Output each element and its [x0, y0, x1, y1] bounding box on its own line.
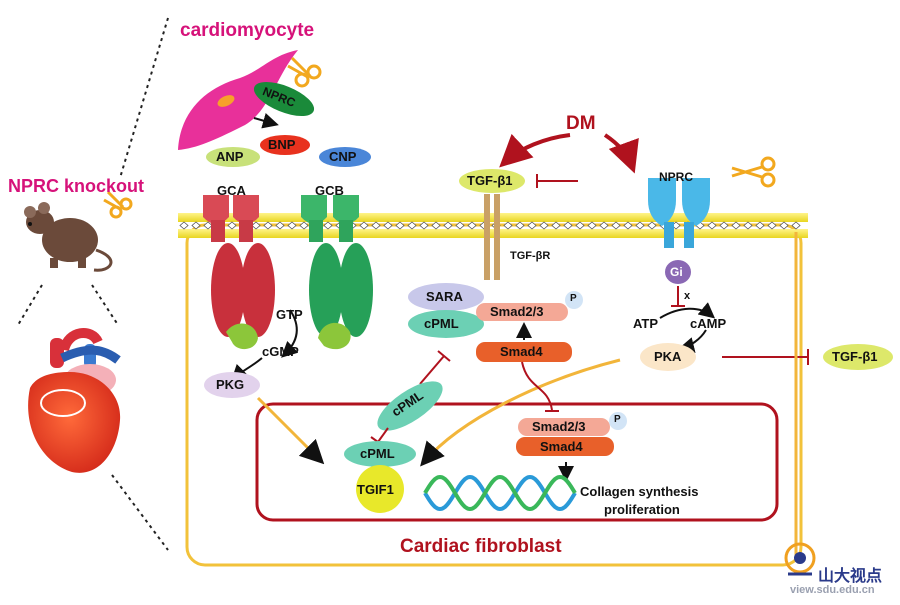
- pkg-label: PKG: [216, 377, 245, 392]
- arrow: [253, 113, 279, 129]
- cpml-diag-ellipse: [377, 381, 443, 431]
- smad4-box: [476, 342, 572, 362]
- cpml-nuc-ellipse: [344, 441, 416, 467]
- smad23-box: [476, 303, 568, 321]
- collagen-synthesis-label: Collagen synthesis: [580, 484, 699, 499]
- gca-label: GCA: [217, 183, 246, 198]
- arrow: [603, 133, 639, 174]
- zoom-line: [17, 284, 43, 326]
- tgfb1-top-label: TGF-β1: [467, 173, 513, 188]
- cell-membrane: [178, 213, 808, 238]
- watermark-logo-icon: [784, 542, 816, 576]
- smad4-label: Smad4: [500, 344, 543, 359]
- camp-label: cAMP: [690, 316, 727, 331]
- cardiac-fibroblast-title: Cardiac fibroblast: [400, 536, 562, 557]
- gcb-receptor: [301, 195, 373, 350]
- p-label: P: [570, 293, 577, 304]
- tgif1-label: TGIF1: [357, 482, 394, 497]
- cardiomyocyte-title: cardiomyocyte: [180, 20, 315, 41]
- nprc-receptor-label: NPRC: [659, 170, 694, 184]
- p-nuc-label: P: [614, 414, 621, 425]
- gcb-label: GCB: [315, 183, 344, 198]
- nucleus-outline: [255, 402, 779, 522]
- smad4-nuc-label: Smad4: [540, 439, 583, 454]
- nprc-receptor: [648, 178, 710, 248]
- smad23-nuc-box: [518, 418, 610, 436]
- anp-ellipse: [206, 147, 260, 167]
- cpml-ellipse: [408, 310, 484, 338]
- arrow: [499, 133, 571, 168]
- bnp-ellipse: [260, 135, 310, 155]
- dna-helix-icon: [423, 474, 577, 512]
- gi-label: Gi: [670, 265, 683, 279]
- scissors-icon: [103, 190, 133, 219]
- mouse-icon: [24, 202, 113, 272]
- x-mark: x: [684, 290, 691, 302]
- nprc-cell-ellipse: [253, 82, 315, 116]
- zoom-line: [111, 474, 169, 551]
- cpml-nuc-label: cPML: [360, 446, 395, 461]
- arrow: [256, 396, 325, 465]
- arrow: [281, 309, 299, 358]
- inhibit-line: [419, 355, 445, 385]
- heart-icon: [28, 328, 121, 473]
- pkg-ellipse: [204, 372, 260, 398]
- tgfb1-right-ellipse: [823, 344, 893, 370]
- cpml-label: cPML: [424, 316, 459, 331]
- pka-ellipse: [640, 343, 696, 371]
- p-badge: [565, 291, 583, 309]
- arrow: [678, 329, 707, 353]
- scissors-icon: [731, 156, 776, 188]
- tgfb1-right-label: TGF-β1: [832, 349, 878, 364]
- zoom-line: [119, 17, 169, 179]
- bnp-label: BNP: [268, 137, 296, 152]
- scissors-icon: [287, 56, 322, 88]
- zoom-line: [91, 284, 119, 326]
- anp-label: ANP: [216, 149, 244, 164]
- cnp-ellipse: [319, 147, 371, 167]
- tgfbr-receptor: [484, 194, 500, 280]
- cnp-label: CNP: [329, 149, 357, 164]
- sara-ellipse: [408, 283, 484, 311]
- cgmp-label: cGMP: [262, 344, 299, 359]
- translocation-line: [521, 361, 553, 411]
- tgfb1-top-ellipse: [459, 169, 525, 193]
- gi-ellipse: [665, 260, 691, 284]
- arrow: [420, 358, 621, 467]
- arrow: [659, 302, 716, 319]
- watermark-url: view.sdu.edu.cn: [790, 584, 875, 596]
- smad23-label: Smad2/3: [490, 304, 544, 319]
- nprc-knockout-title: NPRC knockout: [8, 176, 145, 196]
- gtp-label: GTP: [276, 307, 303, 322]
- inhibit-line: [377, 427, 389, 443]
- sara-label: SARA: [426, 289, 463, 304]
- dm-label: DM: [566, 113, 596, 134]
- smad4-nuc-box: [516, 437, 614, 456]
- atp-label: ATP: [633, 316, 659, 331]
- watermark-cn: 山大视点: [818, 568, 883, 585]
- pka-label: PKA: [654, 349, 682, 364]
- gca-receptor: [203, 195, 275, 350]
- p-badge: [609, 412, 627, 430]
- proliferation-label: proliferation: [604, 502, 680, 517]
- inhibit-bar: [437, 350, 451, 362]
- tgif1-circle: [356, 465, 404, 513]
- cardiomyocyte-cell: [178, 50, 298, 150]
- tgfbr-label: TGF-βR: [510, 250, 551, 262]
- smad23-nuc-label: Smad2/3: [532, 419, 586, 434]
